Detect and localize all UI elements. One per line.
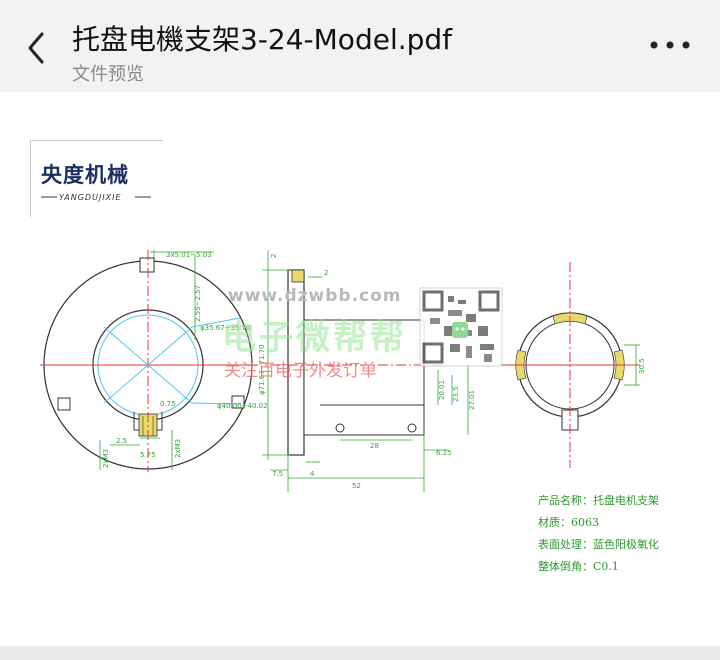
technical-drawing: 3x5.01~5.03 2.55~2.57 φ35.67~35.70 φ40.0… [40,250,646,492]
dim-d20: 52 [352,482,361,490]
dim-d14: 23.5 [452,386,460,402]
company-logo: 央度机械 YANGDUJIXIE [30,140,163,217]
file-title: 托盘电機支架3-24-Model.pdf [72,23,453,56]
dim-d18: 7.5 [272,470,283,478]
dim-d19: 4 [310,470,315,478]
bottom-bar [0,646,720,660]
dim-d1: 3x5.01~5.03 [166,251,212,259]
dim-d10: 2 [270,254,278,258]
logo-line-right [135,196,151,198]
chevron-left-icon[interactable] [22,30,52,66]
note-surface: 表面处理：蓝色阳极氧化 [538,538,659,551]
logo-subtext: YANGDUJIXIE [59,193,122,202]
dim-d13: 20.01 [438,380,446,400]
dim-d17: 6.25 [436,449,452,457]
dim-d2: 2.55~2.57 [194,285,202,322]
drawing-notes: 产品名称：托盘电机支架 材质：6063 表面处理：蓝色阳极氧化 整体倒角：C0.… [538,490,659,578]
page-subtitle: 文件预览 [72,64,144,85]
watermark-follow: 关注百电子外发订单 [224,361,377,381]
dim-d7: 5.75 [140,451,156,459]
watermark-url: www.dzwbb.com [228,286,402,306]
dim-d3: φ35.67~35.70 [200,324,251,332]
note-chamfer: 整体倒角：C0.1 [538,560,619,573]
logo-text: 央度机械 [41,163,129,187]
watermark-name: 电子微帮帮 [222,318,407,358]
dim-d5: 0.75 [160,400,176,408]
dim-d8: 2xM3 [102,449,110,468]
logo-line-left [41,196,57,198]
top-navigation-bar: 托盘电機支架3-24-Model.pdf 文件预览 [0,0,720,92]
dim-d16: 28 [370,442,379,450]
note-material: 材质：6063 [538,516,599,529]
dim-d4: φ40.00~40.02 [217,402,268,410]
more-dots-icon[interactable] [648,38,692,52]
note-product: 产品名称：托盘电机支架 [538,494,659,507]
dim-d15: 27.01 [468,390,476,410]
dim-d9: 2xM3 [174,439,182,458]
dim-d12: φ71.67~71.70 [258,344,266,395]
dim-d11: 2 [324,269,328,277]
qr-code-watermark [419,287,503,367]
dim-d21: 30.5 [638,358,646,374]
dim-d6: 2.5 [116,437,127,445]
front-view: 3x5.01~5.03 2.55~2.57 φ35.67~35.70 φ40.0… [40,250,268,472]
side-view: 2 2 φ71.67~71.70 20.01 23.5 27.01 28 6.2… [258,250,476,492]
right-view: 30.5 [500,262,646,468]
